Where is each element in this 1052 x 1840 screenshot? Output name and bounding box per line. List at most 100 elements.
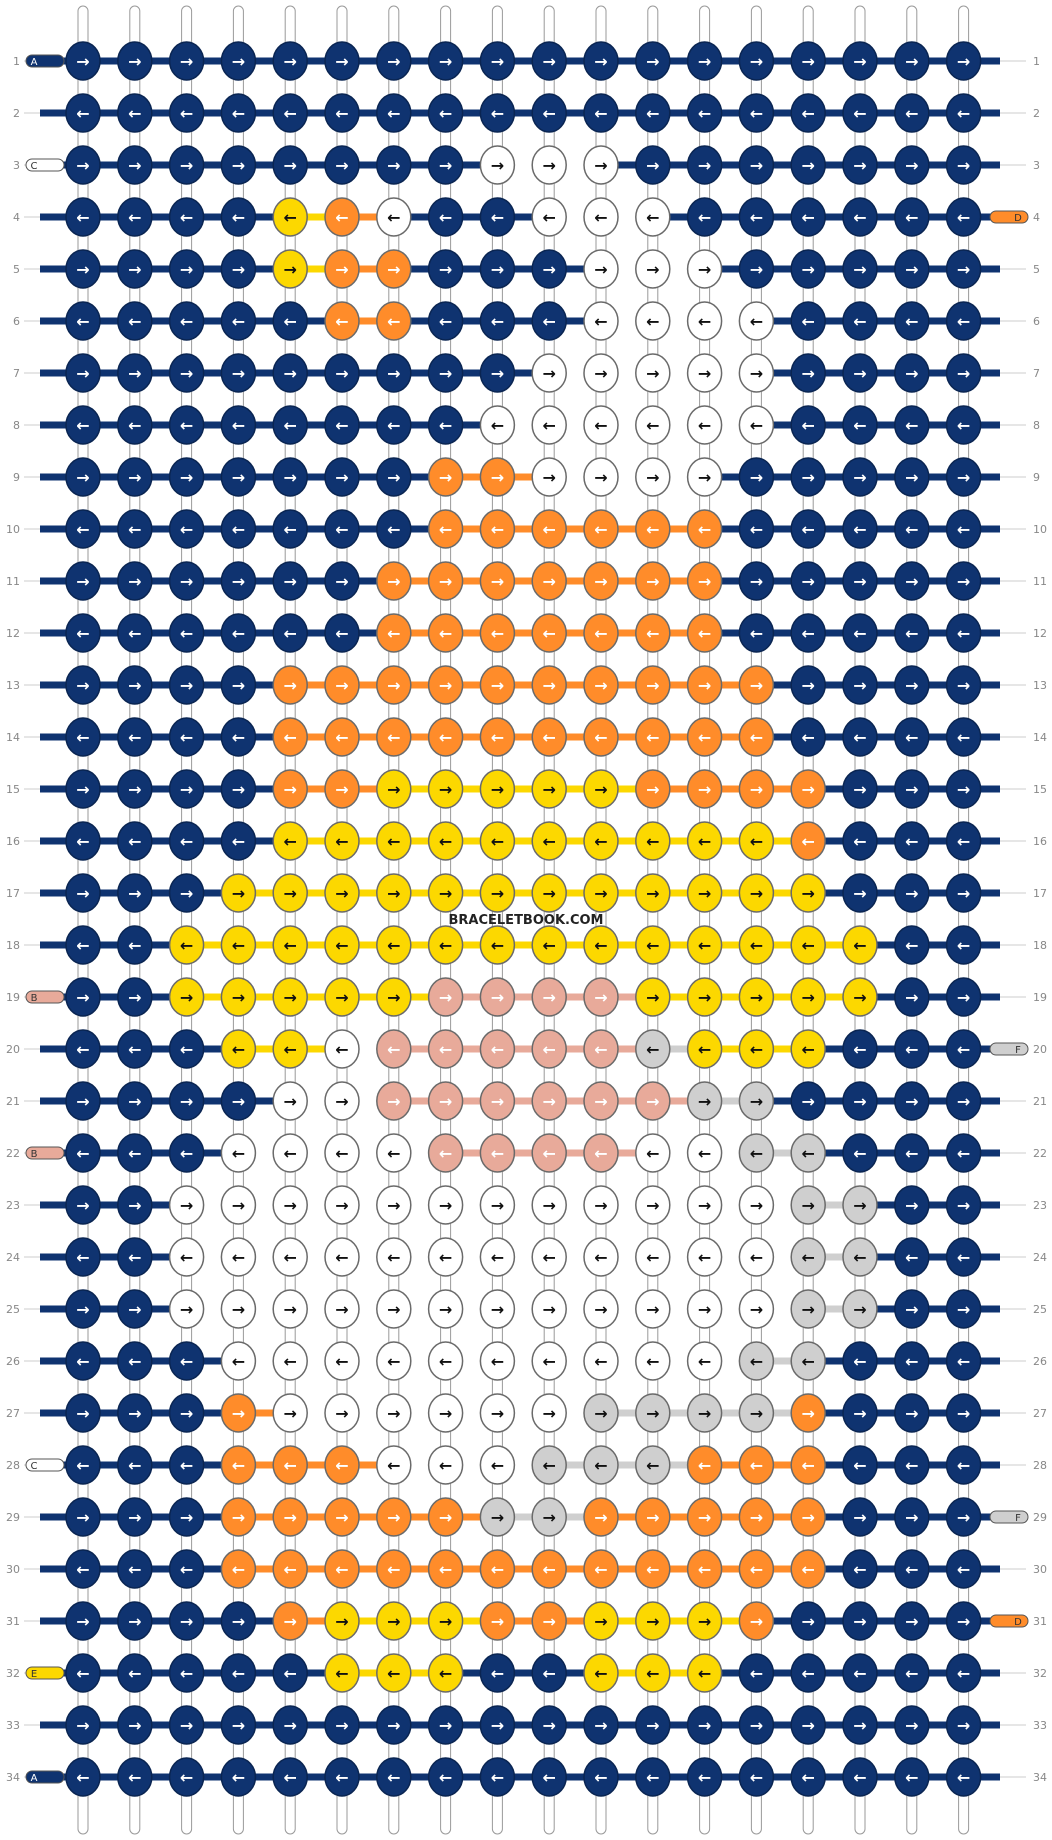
arrow-right-icon: →: [957, 156, 970, 175]
arrow-left-icon: ←: [128, 728, 141, 747]
knot: →: [117, 1601, 153, 1641]
knot: ←: [635, 405, 671, 445]
knot-body: [686, 1029, 723, 1069]
knot: ←: [272, 1445, 308, 1485]
knot: →: [65, 249, 101, 289]
row-number-right: 26: [1033, 1355, 1047, 1368]
knot: ←: [479, 925, 516, 965]
arrow-right-icon: →: [542, 364, 555, 383]
knot-body: [376, 1341, 412, 1381]
knot-body: [479, 1289, 516, 1329]
knot: →: [272, 1081, 308, 1121]
arrow-left-icon: ←: [853, 1248, 866, 1267]
arrow-right-icon: →: [594, 1300, 607, 1319]
knot-body: [790, 561, 826, 601]
arrow-left-icon: ←: [232, 208, 245, 227]
arrow-right-icon: →: [76, 1196, 89, 1215]
knot-body: [686, 925, 723, 965]
knot-body: [479, 665, 516, 705]
knot-body: [168, 1185, 205, 1225]
knot-body: [635, 1341, 671, 1381]
arrow-left-icon: ←: [646, 1664, 659, 1683]
arrow-left-icon: ←: [76, 208, 89, 227]
arrow-left-icon: ←: [180, 1352, 193, 1371]
knot-body: [790, 353, 826, 393]
arrow-left-icon: ←: [750, 936, 763, 955]
knot-body: [945, 1029, 982, 1069]
knot: ←: [686, 509, 723, 549]
knot-body: [220, 613, 257, 653]
knot-body: [376, 1133, 412, 1173]
knot: ←: [945, 509, 982, 549]
knot: →: [168, 1081, 205, 1121]
knot-body: [894, 925, 930, 965]
knot: →: [531, 1289, 567, 1329]
knot-body: [272, 1081, 308, 1121]
knot-body: [65, 1601, 101, 1641]
string-tab-B: [25, 990, 65, 1004]
knot-body: [945, 1289, 982, 1329]
row-number-right: 25: [1033, 1303, 1047, 1316]
knot-body: [583, 249, 619, 289]
knot: →: [894, 249, 930, 289]
knot-body: [894, 769, 930, 809]
knot: →: [479, 249, 516, 289]
knot-body: [738, 977, 775, 1017]
knot-body: [168, 1289, 205, 1329]
arrow-right-icon: →: [542, 1300, 555, 1319]
knot: ←: [894, 821, 930, 861]
arrow-right-icon: →: [128, 780, 141, 799]
arrow-left-icon: ←: [905, 1768, 918, 1787]
knot-body: [738, 1757, 775, 1797]
knot: ←: [376, 93, 412, 133]
knot-body: [220, 1081, 257, 1121]
knot: →: [842, 977, 878, 1017]
arrow-right-icon: →: [283, 1300, 296, 1319]
knot: ←: [945, 717, 982, 757]
arrow-left-icon: ←: [128, 208, 141, 227]
knot-body: [531, 1497, 567, 1537]
arrow-left-icon: ←: [491, 1352, 504, 1371]
knot: →: [376, 457, 412, 497]
arrow-left-icon: ←: [439, 416, 452, 435]
arrow-left-icon: ←: [232, 104, 245, 123]
knot-body: [272, 353, 308, 393]
knot-body: [376, 1705, 412, 1745]
knot-body: [220, 821, 257, 861]
knot: →: [427, 457, 464, 497]
knot: →: [168, 873, 205, 913]
knot: ←: [531, 1341, 567, 1381]
knot-body: [168, 145, 205, 185]
knot-body: [686, 821, 723, 861]
knot: →: [324, 1081, 360, 1121]
knot: →: [65, 561, 101, 601]
arrow-left-icon: ←: [232, 832, 245, 851]
arrow-left-icon: ←: [439, 1456, 452, 1475]
arrow-right-icon: →: [283, 988, 296, 1007]
knot-body: [945, 1393, 982, 1433]
knot: →: [324, 561, 360, 601]
arrow-left-icon: ←: [542, 1768, 555, 1787]
arrow-left-icon: ←: [180, 208, 193, 227]
knot: →: [479, 977, 516, 1017]
arrow-right-icon: →: [439, 1612, 452, 1631]
knot-body: [842, 1185, 878, 1225]
knot-body: [531, 145, 567, 185]
row-number-right: 5: [1033, 263, 1040, 276]
knot-body: [117, 613, 153, 653]
knot: →: [842, 561, 878, 601]
knot-body: [531, 1341, 567, 1381]
knot: →: [65, 41, 101, 81]
knot-body: [945, 457, 982, 497]
arrow-left-icon: ←: [335, 104, 348, 123]
arrow-left-icon: ←: [957, 1664, 970, 1683]
knot: →: [531, 561, 567, 601]
knot: ←: [635, 1133, 671, 1173]
arrow-right-icon: →: [335, 1092, 348, 1111]
knot: ←: [117, 301, 153, 341]
knot-body: [790, 1497, 826, 1537]
arrow-left-icon: ←: [232, 936, 245, 955]
knot: ←: [272, 1757, 308, 1797]
knot-body: [790, 1445, 826, 1485]
knot: →: [479, 1601, 516, 1641]
